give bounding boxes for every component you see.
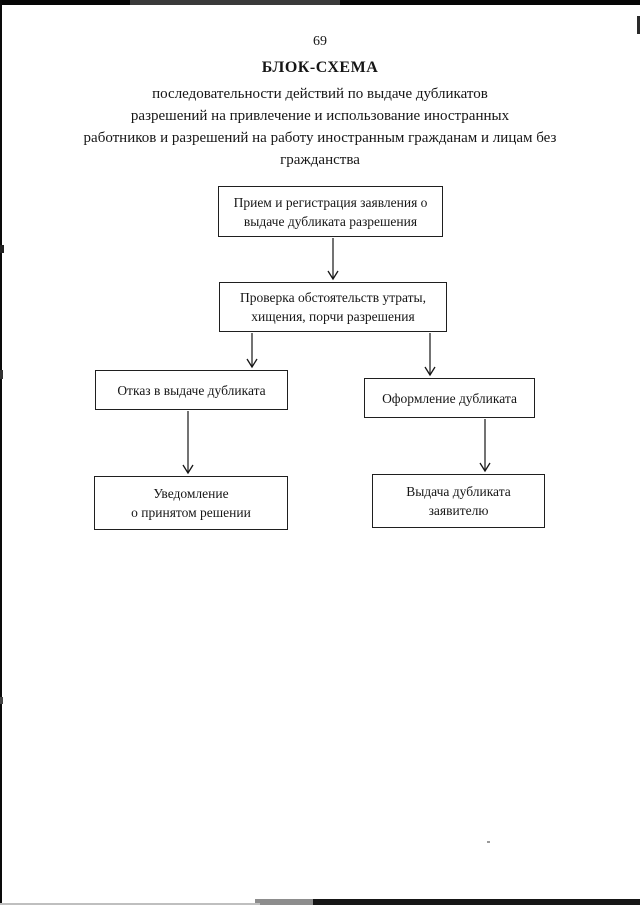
- flowchart-node-check-circumstances: Проверка обстоятельств утраты, хищения, …: [219, 282, 447, 332]
- node-label-line: Отказ в выдаче дубликата: [117, 382, 266, 398]
- subtitle-line: последовательности действий по выдаче ду…: [152, 86, 488, 102]
- scan-artifact-bottom-line: [0, 903, 260, 905]
- scan-artifact-tick: [0, 245, 4, 253]
- flowchart-node-refuse-duplicate: Отказ в выдаче дубликата: [95, 370, 288, 410]
- scan-artifact-left-edge: [0, 0, 2, 905]
- subtitle-line: разрешений на привлечение и использовани…: [130, 108, 510, 124]
- flowchart-node-prepare-duplicate: Оформление дубликата: [364, 378, 535, 418]
- node-label-line: Прием и регистрация заявления о: [233, 194, 428, 210]
- scan-artifact-bottom-bar: [313, 899, 640, 905]
- node-label-line: хищения, порчи разрешения: [251, 309, 415, 324]
- scan-artifact-tick: [0, 370, 3, 379]
- page-title: БЛОК-СХЕМА: [261, 59, 379, 76]
- node-label-line: Проверка обстоятельств утраты,: [239, 290, 427, 305]
- scan-artifact-bottom-bar-gray: [255, 899, 313, 905]
- page-subtitle: последовательности действий по выдаче ду…: [40, 83, 600, 171]
- subtitle-line: работников и разрешений на работу иностр…: [83, 130, 557, 146]
- node-label-line: Выдача дубликата: [406, 484, 511, 499]
- scan-artifact-speck: [487, 841, 490, 843]
- subtitle-line: гражданства: [280, 152, 360, 168]
- node-label-line: выдаче дубликата разрешения: [243, 213, 418, 229]
- scan-artifact-right-tick: [637, 16, 640, 34]
- scan-artifact-tick: [0, 697, 3, 704]
- node-label-line: заявителю: [428, 503, 489, 518]
- flowchart-node-receive-application: Прием и регистрация заявления о выдаче д…: [218, 186, 443, 237]
- node-label-line: Уведомление: [153, 486, 229, 501]
- node-label-line: о принятом решении: [131, 505, 251, 520]
- flowchart-node-notify-decision: Уведомление о принятом решении: [94, 476, 288, 530]
- node-label-line: Оформление дубликата: [382, 390, 517, 406]
- page-number: 69: [313, 34, 327, 49]
- scan-artifact-top-bar-fade: [130, 0, 340, 5]
- flowchart-node-deliver-duplicate: Выдача дубликата заявителю: [372, 474, 545, 528]
